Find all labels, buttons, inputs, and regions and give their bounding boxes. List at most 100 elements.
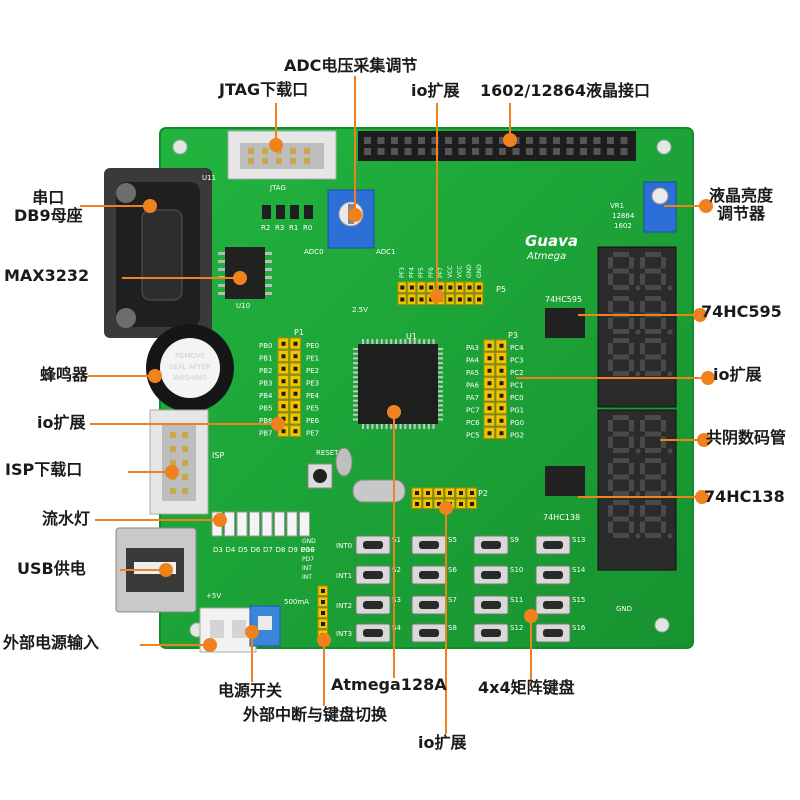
header-pin-hole (487, 343, 492, 348)
mcu-pin (409, 424, 411, 429)
header-pin-hole (470, 502, 474, 506)
key-cap (419, 571, 439, 579)
lcd-pin (445, 148, 452, 155)
key-cap (543, 541, 563, 549)
mcu-pin (353, 362, 358, 365)
key-label: S7 (448, 596, 457, 604)
label-buzzer: 蜂鸣器 (40, 365, 89, 384)
label-serial-line1: 串口 (32, 188, 65, 207)
segment (613, 296, 629, 301)
resistor (262, 205, 271, 219)
hc595-chip (545, 308, 585, 338)
header-pin-hole (499, 418, 504, 423)
mcu-pin (353, 357, 358, 360)
v25-silk: 2.5V (352, 306, 368, 314)
header-pin-hole (487, 356, 492, 361)
mcu-pin (353, 380, 358, 383)
label-contrast: 液晶亮度 调节器 (709, 186, 773, 224)
mcu-pin (438, 357, 443, 360)
lcd-pin (620, 148, 628, 155)
led-label: D7 (263, 546, 273, 554)
pin-label: PB0 (259, 342, 272, 350)
segment (640, 257, 645, 269)
p2-silk: P2 (478, 489, 488, 498)
mcu-pin (353, 409, 358, 412)
key-cap (481, 541, 501, 549)
buzzer: REMOVE SEAL AFTER WASHING (146, 324, 234, 412)
lcd-pin (553, 137, 560, 144)
lcd-pin (404, 148, 412, 155)
header-pin-hole (415, 491, 419, 495)
mcu-pin (362, 339, 364, 344)
header-pin-hole (470, 491, 474, 495)
segment (645, 500, 661, 505)
resistor-label: R0 (303, 224, 312, 232)
led-label: D9 (288, 546, 298, 554)
lcd-pin (391, 148, 398, 155)
pin-label: PF3 (399, 267, 406, 278)
lcd-pin (485, 148, 493, 155)
header-pin-hole (293, 404, 298, 409)
segment (613, 533, 629, 538)
segment-dp (667, 285, 673, 291)
header-pin-hole (437, 491, 441, 495)
mcu-pin (438, 366, 443, 369)
segment (629, 479, 634, 491)
mcu-pin (380, 339, 383, 344)
mcu-pin (413, 424, 416, 429)
callout-dot (387, 405, 401, 419)
pin-label: PA5 (466, 369, 479, 377)
lcd-pin (607, 148, 614, 155)
header-pin-hole (499, 431, 504, 436)
segment (661, 463, 666, 475)
segment (640, 343, 645, 355)
key-label: S6 (448, 566, 457, 574)
key-cap (419, 629, 439, 637)
chip-138-silk: 74HC138 (543, 513, 580, 522)
led-label: D10 (301, 546, 315, 554)
key-row-label: INT1 (336, 572, 352, 580)
header-pin-hole (499, 393, 504, 398)
label-mcu: Atmega128A (331, 675, 447, 694)
segment (608, 257, 613, 269)
led-label: D4 (226, 546, 236, 554)
segment-dp (667, 491, 673, 497)
key-label: S3 (392, 596, 401, 604)
callout-dot (213, 513, 227, 527)
header-pin-hole (321, 622, 325, 626)
key-cap (543, 571, 563, 579)
mcu-pin (353, 418, 358, 421)
segment (645, 285, 661, 290)
pin-label: PG0 (510, 419, 524, 427)
segment (645, 533, 661, 538)
pin-label: PC7 (466, 407, 480, 415)
pin-label: PA3 (466, 344, 479, 352)
pin-label: PB6 (259, 417, 273, 425)
segment (645, 448, 661, 453)
header-pin-hole (467, 297, 472, 302)
pin-label: PB3 (259, 380, 272, 388)
header-pin-hole (477, 297, 482, 302)
mcu-pin (376, 424, 379, 429)
mcu-pin (371, 424, 374, 429)
segment (613, 268, 629, 274)
mcu-pin (438, 395, 443, 397)
pin-label: PF4 (409, 267, 416, 278)
header-pin-hole (448, 297, 453, 302)
label-lcd: 1602/12864液晶接口 (480, 81, 651, 100)
pin-label: PF6 (428, 267, 435, 278)
u11-silk: U11 (202, 174, 216, 182)
pin-label: PA7 (466, 394, 479, 402)
key-cap (543, 601, 563, 609)
lcd-pin (377, 148, 385, 155)
segment (645, 354, 661, 360)
mcu-pin (438, 404, 443, 407)
segment-dp (635, 448, 641, 454)
led-label: D5 (238, 546, 248, 554)
lcd-pin (445, 137, 452, 144)
led (286, 511, 298, 537)
led (224, 511, 235, 537)
label-io-left: io扩展 (37, 413, 86, 432)
callout-dot (233, 271, 247, 285)
label-leds: 流水灯 (42, 509, 91, 528)
